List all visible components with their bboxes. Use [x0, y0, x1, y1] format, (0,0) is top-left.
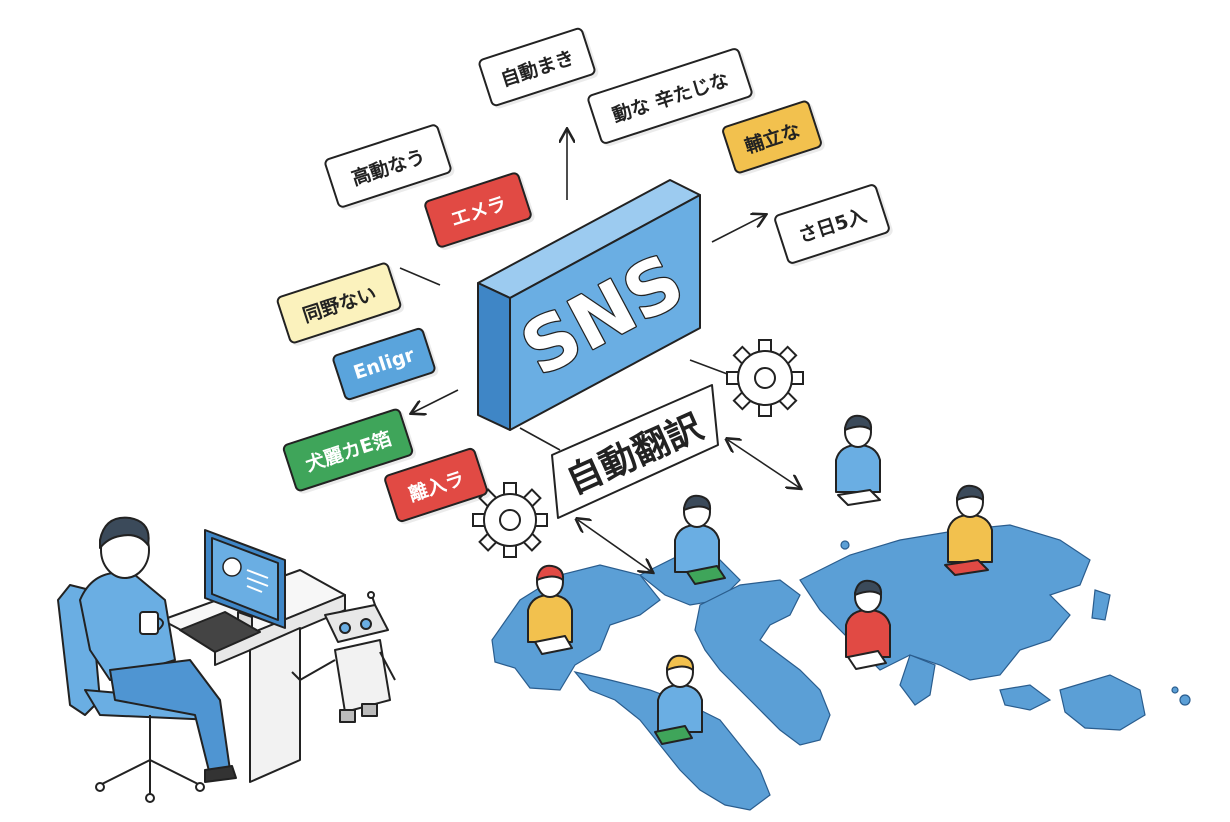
person-figure: [654, 654, 703, 745]
australia-shape: [1059, 674, 1146, 731]
india-shape: [899, 654, 936, 706]
speech-bubble-text: Enligr: [350, 343, 418, 385]
person-figure: [674, 494, 726, 585]
monitor: [204, 529, 286, 631]
europe-africa-shape: [694, 579, 831, 746]
island-dot: [840, 540, 850, 550]
arrow-to-map-left: [578, 520, 652, 572]
connection-arrows: [399, 130, 800, 572]
world-map: [491, 524, 1191, 811]
japan-shape: [1091, 589, 1111, 621]
person-at-desk: [79, 516, 237, 783]
arrow-right: [711, 215, 765, 243]
robot-assistant: [291, 591, 396, 723]
arrow-left: [412, 389, 459, 413]
island-dot: [1179, 694, 1191, 706]
speech-bubble-text: 高動なう: [348, 145, 429, 190]
sns-box-front: [509, 194, 701, 431]
line-to-gear: [689, 359, 731, 376]
island-dot: [1171, 686, 1179, 694]
desk-scene: [57, 516, 396, 803]
gear-icon: [726, 339, 804, 417]
person-figure: [944, 484, 993, 576]
speech-bubble-text: エメラ: [447, 192, 509, 231]
arrow-upper-left: [399, 267, 441, 286]
person-figure: [527, 564, 573, 655]
gear-icon: [472, 482, 548, 558]
north-america-shape: [491, 564, 661, 691]
line-to-label: [519, 427, 561, 451]
person-figure: [845, 579, 891, 670]
speech-bubble-text: さ日5入: [795, 204, 870, 247]
arrow-to-map-right: [728, 440, 800, 488]
map-people: [527, 414, 993, 745]
islands-shape: [999, 684, 1052, 711]
person-figure: [835, 414, 881, 506]
speech-bubble-text: 輔立な: [741, 119, 803, 158]
speech-bubble-text: 離入ラ: [405, 467, 467, 506]
keyboard: [179, 611, 261, 653]
sns-box-side: [477, 282, 511, 431]
auto-translate-label-bg: [551, 384, 719, 519]
sns-box: SNS: [477, 179, 701, 431]
